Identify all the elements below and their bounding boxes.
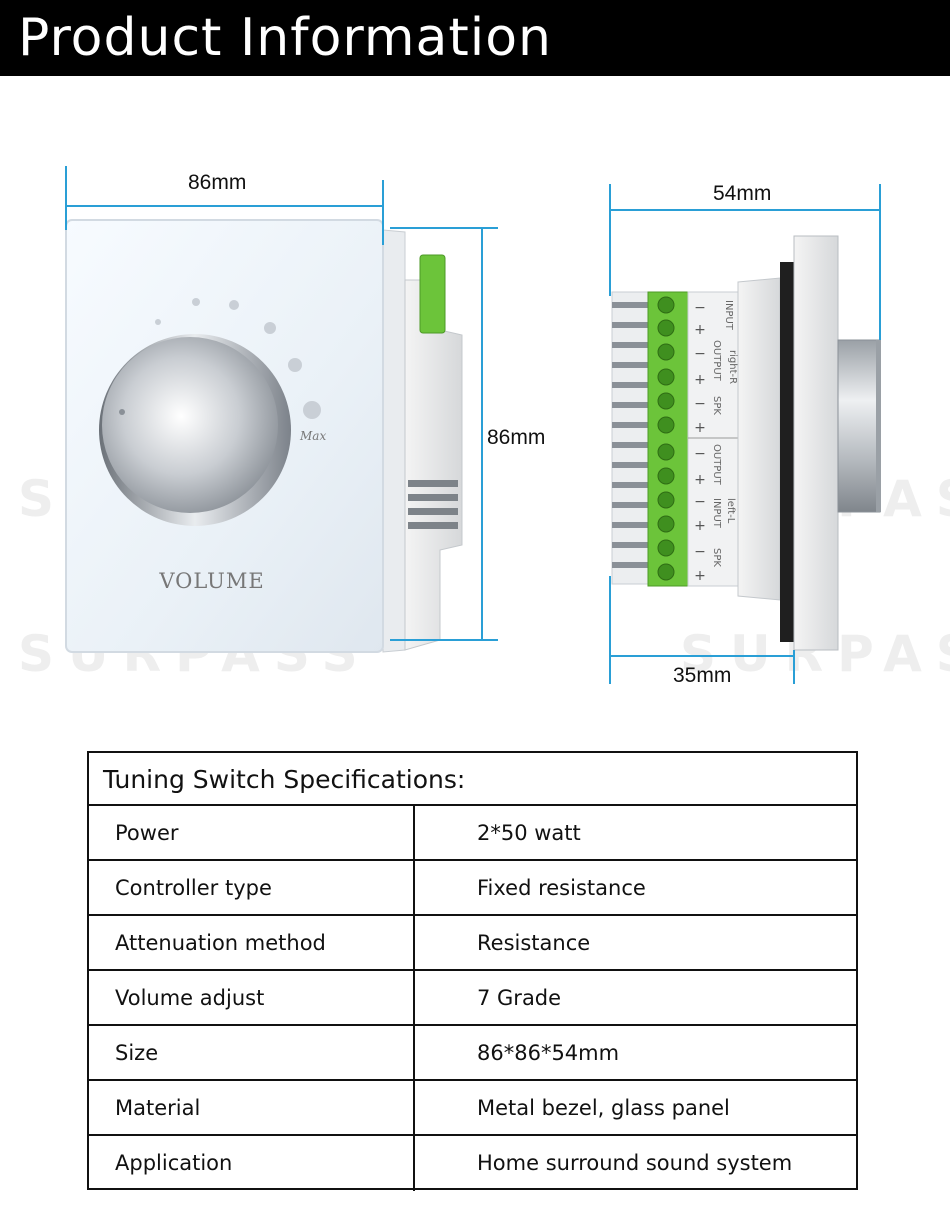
cell-divider xyxy=(413,806,415,861)
volume-level-dots xyxy=(155,298,321,419)
volume-knob-side xyxy=(837,339,881,513)
terminal-plus: + xyxy=(694,372,706,388)
front-width-label: 86mm xyxy=(188,171,247,194)
terminal-label-right: right-R xyxy=(727,350,738,384)
table-row: Attenuation method Resistance xyxy=(89,916,856,971)
front-view: Max VOLUME xyxy=(65,219,463,653)
spec-value: 7 Grade xyxy=(477,986,562,1010)
spec-value: Fixed resistance xyxy=(477,876,646,900)
terminal-plus: + xyxy=(694,472,706,488)
spec-label: Power xyxy=(115,821,179,845)
side-depth-label: 54mm xyxy=(713,182,772,205)
terminal-plus: + xyxy=(694,518,706,534)
terminal-label-left: left-L xyxy=(725,498,736,524)
table-row: Power 2*50 watt xyxy=(89,806,856,861)
terminal-minus: − xyxy=(694,494,706,510)
terminal-label-spk: SPK xyxy=(711,548,722,567)
terminal-plus: + xyxy=(694,420,706,436)
spec-label: Material xyxy=(115,1096,201,1120)
specifications-table: Tuning Switch Specifications: Power 2*50… xyxy=(87,751,858,1191)
table-row: Controller type Fixed resistance xyxy=(89,861,856,916)
terminal-block-icon xyxy=(647,291,689,587)
front-dimension-lines xyxy=(65,166,498,641)
cell-divider xyxy=(413,971,415,1026)
terminal-plus: + xyxy=(694,568,706,584)
side-view: INPUT OUTPUT SPK right-R OUTPUT INPUT SP… xyxy=(611,235,881,651)
table-row: Volume adjust 7 Grade xyxy=(89,971,856,1026)
terminal-block-icon xyxy=(419,254,446,334)
terminal-label-input: INPUT xyxy=(711,498,722,529)
terminal-minus: − xyxy=(694,446,706,462)
spec-label: Controller type xyxy=(115,876,272,900)
spec-label: Size xyxy=(115,1041,159,1065)
terminal-label-spk: SPK xyxy=(711,396,722,415)
table-row: Application Home surround sound system xyxy=(89,1136,856,1191)
front-height-label: 86mm xyxy=(487,426,546,449)
terminal-minus: − xyxy=(694,346,706,362)
spec-label: Application xyxy=(115,1151,233,1175)
spec-value: Metal bezel, glass panel xyxy=(477,1096,730,1120)
terminal-minus: − xyxy=(694,544,706,560)
side-body-depth-label: 35mm xyxy=(673,664,732,687)
terminal-label-output: OUTPUT xyxy=(711,444,722,486)
spec-value: Resistance xyxy=(477,931,591,955)
terminal-minus: − xyxy=(694,300,706,316)
spec-value: 2*50 watt xyxy=(477,821,581,845)
cell-divider xyxy=(413,861,415,916)
cell-divider xyxy=(413,1136,415,1191)
cell-divider xyxy=(413,1081,415,1136)
spec-value: Home surround sound system xyxy=(477,1151,793,1175)
spec-value: 86*86*54mm xyxy=(477,1041,620,1065)
page-title: Product Information xyxy=(18,8,552,68)
cell-divider xyxy=(413,1026,415,1081)
product-dimension-figure: Max VOLUME xyxy=(65,166,881,684)
terminal-minus: − xyxy=(694,396,706,412)
table-row: Size 86*86*54mm xyxy=(89,1026,856,1081)
header-banner: Product Information xyxy=(0,0,950,76)
side-dimension-lines xyxy=(609,184,881,684)
knob-label: VOLUME xyxy=(158,569,264,593)
spec-label: Volume adjust xyxy=(115,986,265,1010)
max-label: Max xyxy=(299,429,326,443)
terminal-label-output: OUTPUT xyxy=(711,340,722,382)
spec-label: Attenuation method xyxy=(115,931,326,955)
specifications-title: Tuning Switch Specifications: xyxy=(89,753,856,806)
table-row: Material Metal bezel, glass panel xyxy=(89,1081,856,1136)
terminal-plus: + xyxy=(694,322,706,338)
cell-divider xyxy=(413,916,415,971)
terminal-label-input: INPUT xyxy=(723,300,734,331)
